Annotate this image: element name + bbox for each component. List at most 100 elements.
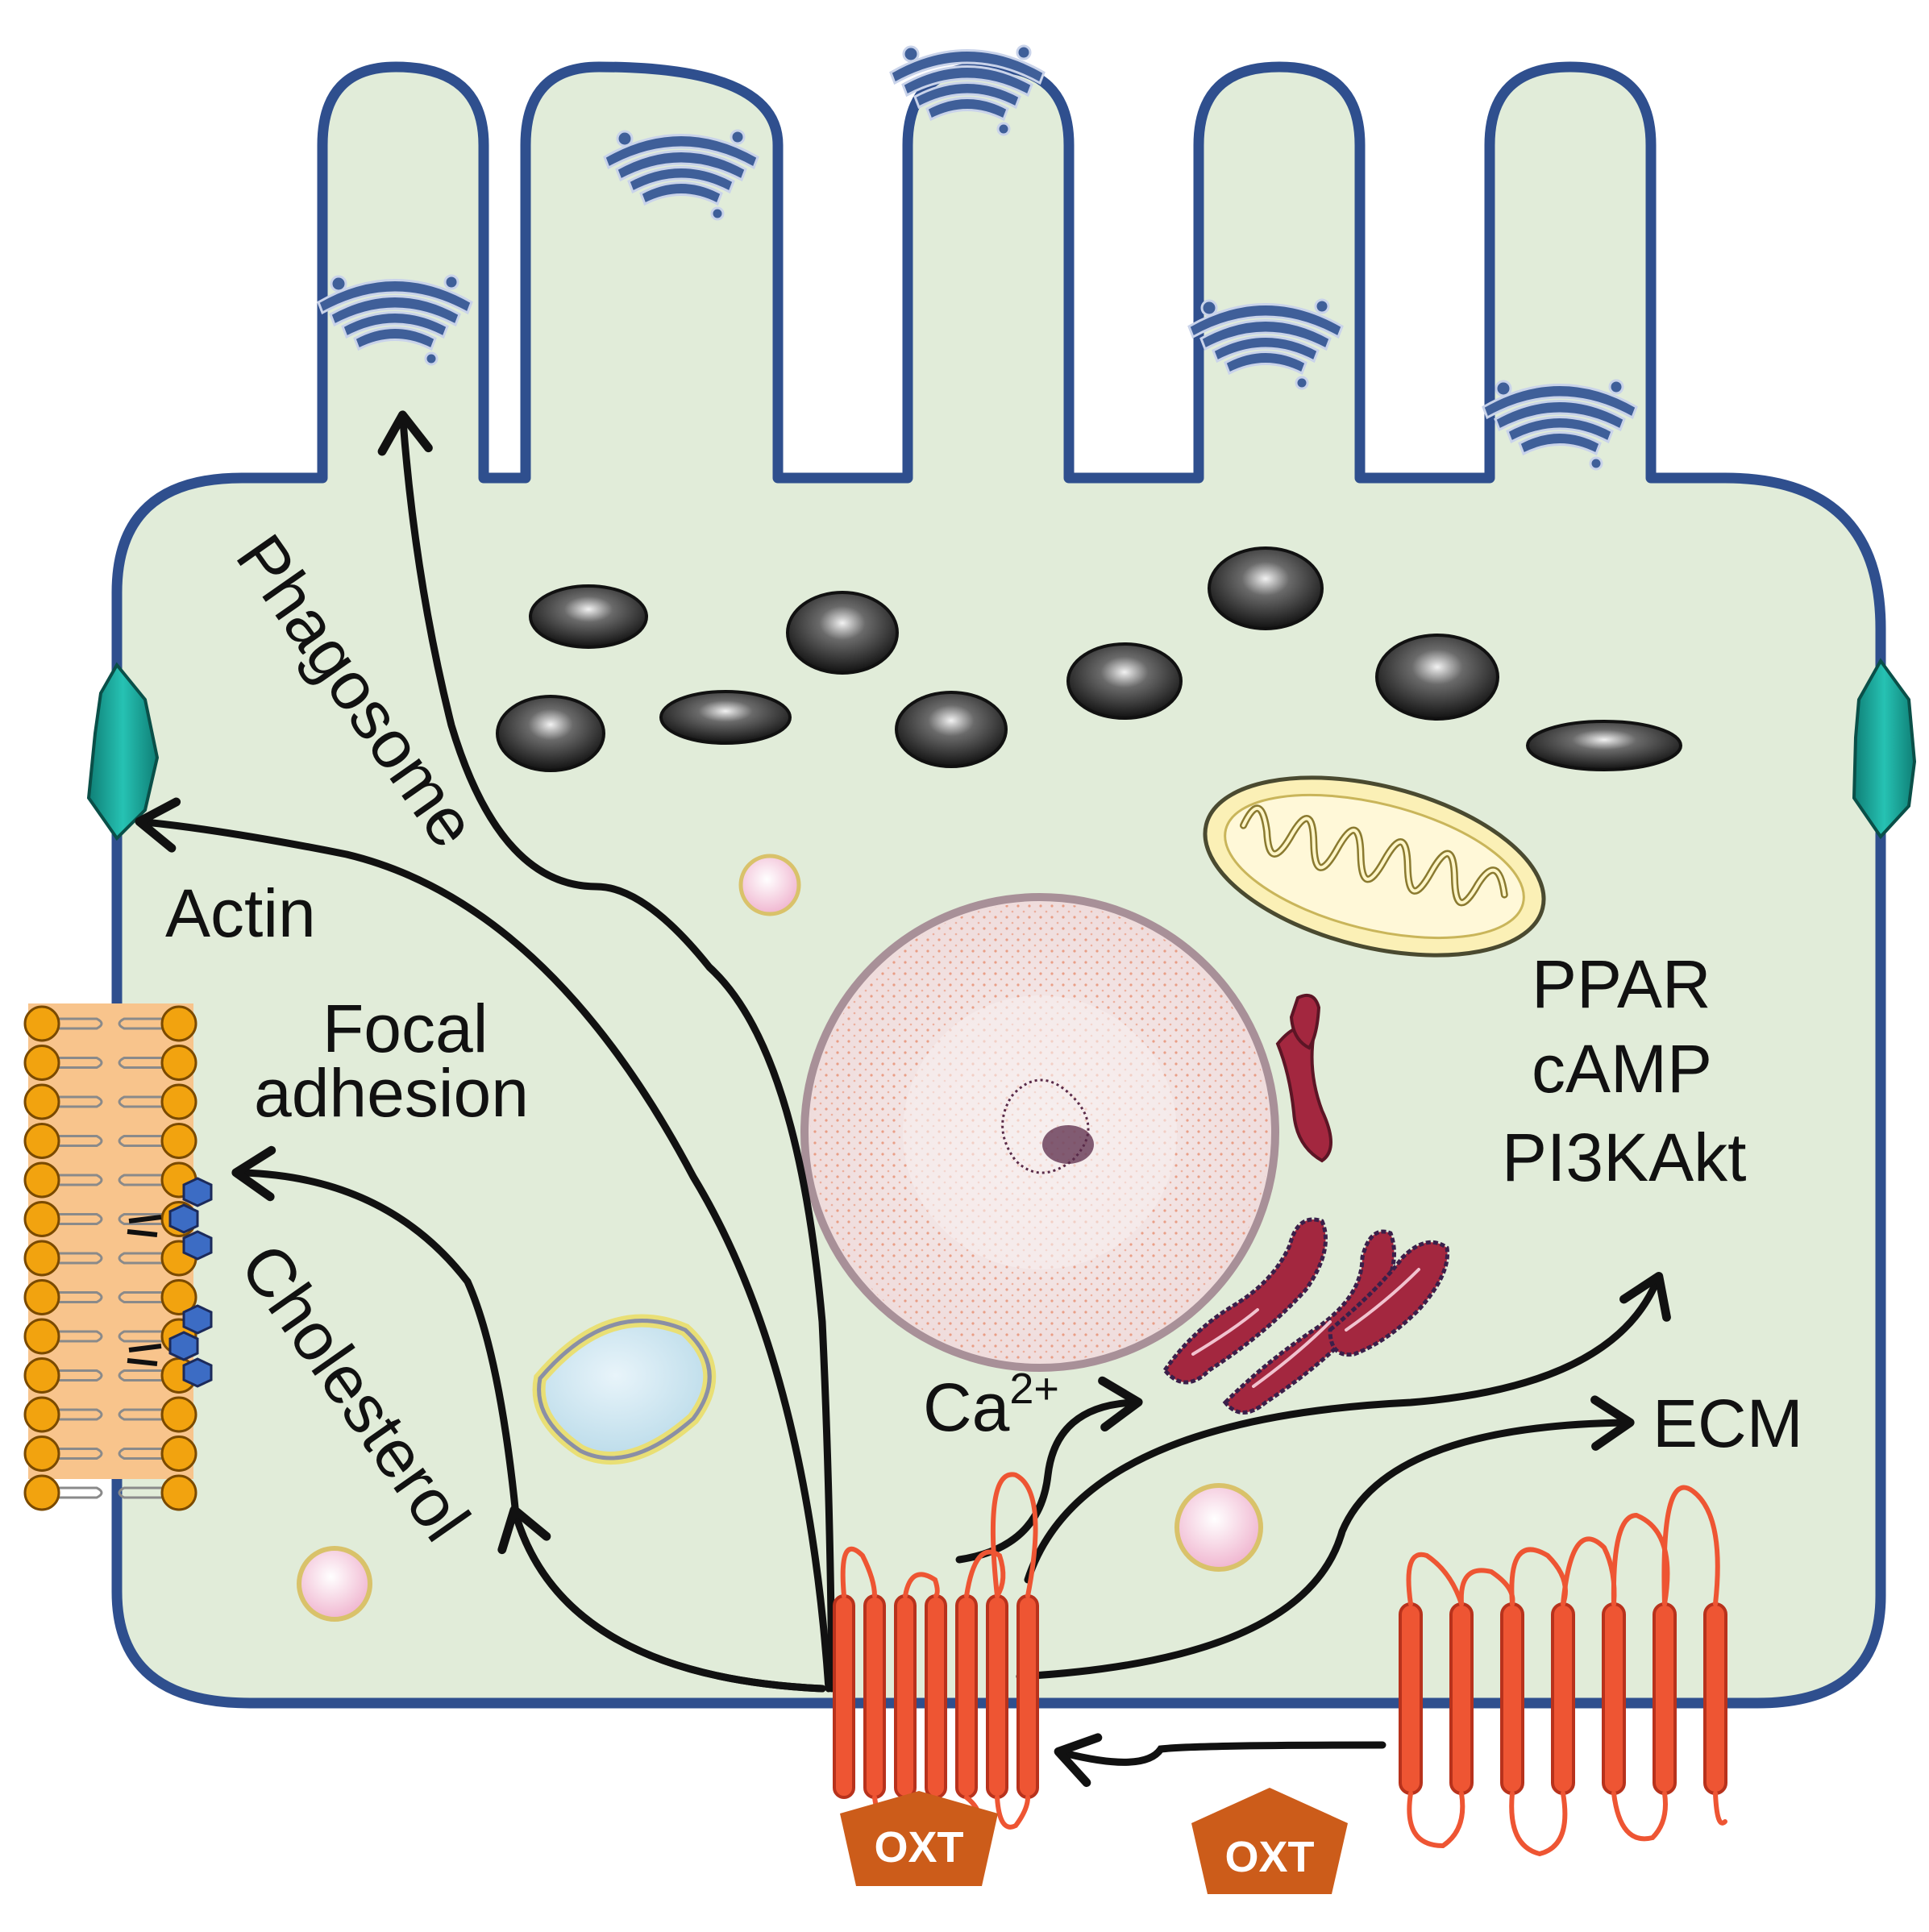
lipid-head [23, 1161, 60, 1199]
vesicle-icon [738, 854, 801, 916]
golgi-apparatus-icon [603, 129, 759, 221]
lipid-tail [118, 1448, 164, 1460]
lipid-tail [56, 1408, 103, 1421]
calcium-label: Ca2+ [923, 1365, 1059, 1445]
lipid-tail [56, 1057, 103, 1069]
pi3kakt-label: PI3KAkt [1502, 1120, 1746, 1195]
lipid-tail [118, 1330, 164, 1343]
vesicle-icon [1174, 1483, 1263, 1572]
lipid-tail [118, 1252, 164, 1265]
lipid-head [160, 1474, 197, 1511]
lipid-head [160, 1083, 197, 1120]
dark-granule-icon [529, 584, 648, 649]
lipid-head [23, 1083, 60, 1120]
granule-group [496, 546, 1682, 772]
lipid-tail [56, 1291, 103, 1303]
lipid-tail [118, 1408, 164, 1421]
lipid-tail [118, 1369, 164, 1381]
dark-granule-icon [1208, 546, 1324, 630]
actin-label: Actin [165, 875, 316, 951]
cell-junction-icon [1852, 658, 1917, 840]
calcium-arrow [955, 1376, 1143, 1564]
lipid-tail [118, 1213, 164, 1225]
lipid-tail [56, 1135, 103, 1147]
cell-junction-icon [86, 662, 160, 841]
cell-membrane [111, 61, 1886, 1709]
dark-granule-icon [1375, 634, 1499, 721]
gpcr-receptor-icon [1399, 1485, 1727, 1857]
lipid-head [23, 1279, 60, 1315]
golgi-apparatus-icon [889, 44, 1046, 136]
dark-granule-icon [496, 695, 605, 772]
focal-adhesion-label-line2: adhesion [254, 1055, 529, 1131]
lipid-tail [56, 1252, 103, 1265]
actin-arrow [135, 797, 833, 1693]
golgi-apparatus-icon [1187, 298, 1344, 390]
golgi-apparatus-icon [317, 274, 473, 366]
dark-granule-icon [786, 591, 899, 675]
endoplasmic-reticulum-icon [1162, 994, 1450, 1415]
lipid-head [23, 1435, 60, 1472]
vacuole-icon [532, 1314, 717, 1465]
focal-adhesion-label-line1: Focal [322, 991, 488, 1066]
oxt-bound-ligand: OXT [840, 1791, 998, 1886]
lipid-head [160, 1396, 197, 1433]
lipid-tail [56, 1017, 103, 1030]
dark-granule-icon [1526, 720, 1682, 771]
ppar-label: PPAR [1532, 946, 1711, 1022]
lipid-head [23, 1396, 60, 1433]
lipid-head [160, 1045, 197, 1081]
lipid-tail [56, 1213, 103, 1225]
lipid-tail [56, 1369, 103, 1381]
lipid-tail [118, 1291, 164, 1303]
dark-granule-icon [895, 691, 1008, 768]
lipid-tail [118, 1017, 164, 1030]
vesicle-icon [297, 1546, 372, 1622]
lipid-head [23, 1240, 60, 1277]
lipid-tail [56, 1095, 103, 1108]
golgi-apparatus-icon [1482, 379, 1638, 471]
ecm-label: ECM [1653, 1386, 1803, 1461]
dark-granule-icon [659, 690, 792, 745]
lipid-head [23, 1201, 60, 1237]
lipid-head [160, 1123, 197, 1159]
lipid-head [23, 1318, 60, 1355]
cholesterol-icon [127, 1177, 213, 1388]
ecm-arrow [1016, 1395, 1635, 1681]
lipid-head [23, 1357, 60, 1394]
ppar-arrow [1024, 1271, 1671, 1584]
camp-label: cAMP [1532, 1031, 1712, 1107]
lipid-bilayer-icon [23, 1003, 213, 1511]
lipid-tail [118, 1057, 164, 1069]
phagosome-arrow [377, 410, 836, 1693]
oxt-binding-arrow [1054, 1733, 1386, 1788]
lipid-tail [56, 1330, 103, 1343]
oxt-free-label: OXT [1224, 1833, 1314, 1881]
lipid-heads [23, 1005, 197, 1511]
dark-granule-icon [1066, 642, 1183, 720]
lipid-tail [56, 1448, 103, 1460]
lipid-tail [56, 1174, 103, 1186]
lipid-head [23, 1005, 60, 1042]
lipid-head [23, 1474, 60, 1511]
lipid-tail [118, 1486, 164, 1499]
calcium-charge: 2+ [1009, 1365, 1059, 1413]
calcium-base: Ca [923, 1369, 1010, 1445]
nucleus-icon [800, 893, 1279, 1372]
mitochondrion-icon [1203, 775, 1546, 958]
nucleolus-icon [1001, 1078, 1094, 1174]
arrows [135, 410, 1671, 1788]
lipid-tail [118, 1095, 164, 1108]
lipid-head [23, 1123, 60, 1159]
lipid-head [23, 1045, 60, 1081]
lipid-head [160, 1435, 197, 1472]
lipid-tail [118, 1174, 164, 1186]
lipid-head [160, 1279, 197, 1315]
oxt-bound-label: OXT [874, 1823, 963, 1872]
oxt-free-ligand: OXT [1191, 1788, 1348, 1894]
lipid-tail [118, 1135, 164, 1147]
cholesterol-arrow [497, 1505, 826, 1693]
lipid-head [160, 1005, 197, 1042]
lipid-tail [56, 1486, 103, 1499]
